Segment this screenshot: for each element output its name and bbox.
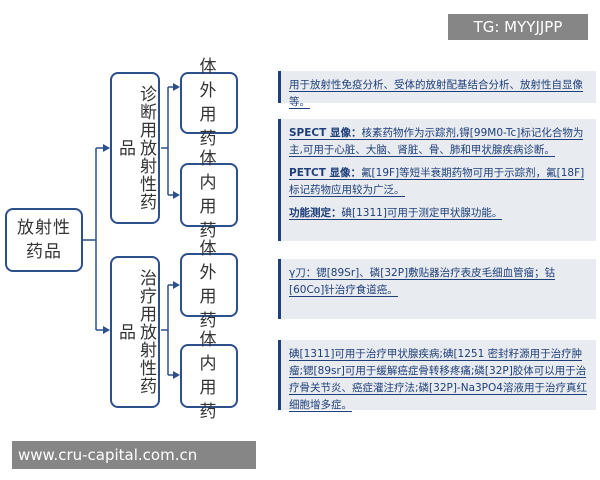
root-node: 放射性药品	[5, 208, 83, 272]
arrowhead	[173, 83, 180, 91]
desc-text-petct: 氟[19F]等短半衰期药物可用于示踪剂，氟[18F]标记药物应用较为广泛。	[289, 167, 585, 197]
category-node-label: 治疗用放射性药品	[115, 269, 156, 395]
therapy-branch-line	[161, 285, 169, 375]
leaf-node-ther-external: 体外用药	[180, 239, 238, 331]
arrowhead	[173, 281, 180, 289]
desc-text: γ刀：锶[89Sr]、磷[32P]敷贴器治疗表皮毛细血管瘤；钴[60Co]针治疗…	[289, 267, 556, 297]
watermark-top: TG: MYYJJPP	[448, 14, 588, 40]
leaf-node-diag-internal: 体内用药	[180, 149, 238, 241]
root-node-label: 放射性药品	[17, 218, 71, 262]
diagnosis-branch-line	[161, 87, 169, 195]
leaf-node-label: 体内用药	[199, 149, 219, 241]
leaf-node-ther-internal: 体内用药	[180, 330, 238, 422]
desc-panel-diag-internal: SPECT 显像：核素药物作为示踪剂,锝[99M0-Tc]标记化合物为主,可用于…	[278, 119, 596, 241]
arrowhead	[103, 144, 110, 152]
desc-term-petct: PETCT 显像：	[289, 167, 362, 180]
arrowhead	[173, 371, 180, 379]
root-trunk-line	[83, 148, 97, 330]
desc-term-function: 功能测定：	[289, 207, 342, 220]
watermark-bottom: www.cru-capital.com.cn	[12, 441, 256, 469]
desc-text: 碘[1311]可用于治疗甲状腺疾病;碘[1251 密封籽源用于治疗肿瘤;锶[89…	[289, 348, 587, 412]
desc-text: 用于放射性免疫分析、受体的放射配基结合分析、放射性自显像等。	[289, 79, 583, 109]
arrowhead	[173, 191, 180, 199]
desc-panel-diag-external: 用于放射性免疫分析、受体的放射配基结合分析、放射性自显像等。	[278, 71, 596, 109]
desc-panel-ther-external: γ刀：锶[89Sr]、磷[32P]敷贴器治疗表皮毛细血管瘤；钴[60Co]针治疗…	[278, 259, 596, 319]
leaf-node-diag-external: 体外用药	[180, 57, 238, 149]
leaf-node-label: 体外用药	[199, 57, 219, 149]
desc-text-function: 碘[1311]可用于测定甲状腺功能。	[341, 207, 503, 220]
category-node-label: 诊断用放射性药品	[115, 85, 156, 211]
desc-text-spect: 核素药物作为示踪剂,锝[99M0-Tc]标记化合物为主,可用于心脏、大脑、肾脏、…	[289, 127, 584, 157]
desc-term-spect: SPECT 显像：	[289, 127, 362, 140]
leaf-node-label: 体内用药	[199, 330, 219, 422]
desc-panel-ther-internal: 碘[1311]可用于治疗甲状腺疾病;碘[1251 密封籽源用于治疗肿瘤;锶[89…	[278, 340, 596, 412]
leaf-node-label: 体外用药	[199, 239, 219, 331]
category-node-diagnosis: 诊断用放射性药品	[110, 72, 160, 224]
category-node-therapy: 治疗用放射性药品	[110, 256, 160, 408]
arrowhead	[103, 326, 110, 334]
